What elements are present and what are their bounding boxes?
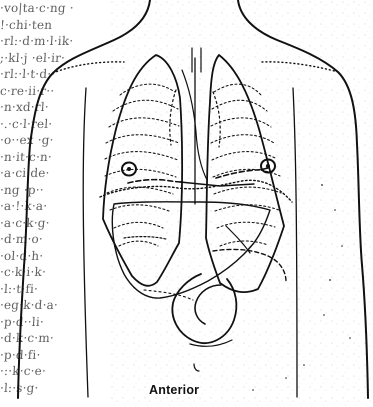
left-inner-arm-line	[83, 88, 88, 397]
left-heart-marker-center	[127, 167, 131, 171]
right-heart-marker-center	[266, 164, 270, 168]
view-caption: Anterior	[149, 383, 199, 397]
